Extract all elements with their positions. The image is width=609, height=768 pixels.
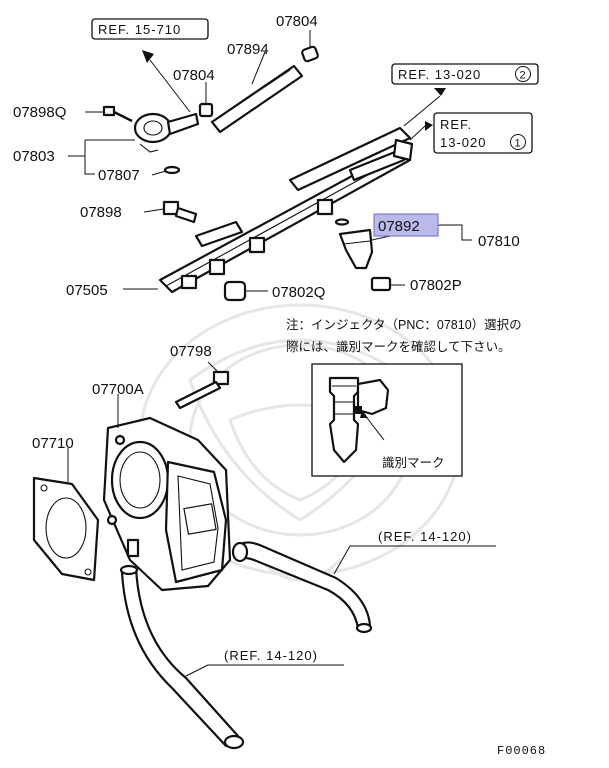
hose-clip-07804-lower[interactable] [198, 102, 214, 118]
seal-07802p[interactable] [370, 276, 392, 292]
label-07898[interactable]: 07898 [80, 204, 122, 221]
part-labels: 07804 07894 07804 07898Q 07803 07807 078… [13, 13, 520, 452]
gasket-07710[interactable] [32, 394, 119, 582]
o-ring-07807[interactable] [163, 165, 181, 175]
label-07892[interactable]: 07892 [378, 218, 420, 235]
throttle-body-07700a[interactable] [102, 416, 232, 592]
label-07505[interactable]: 07505 [66, 282, 108, 299]
bolt-07898q[interactable] [102, 105, 133, 123]
hose-clip-07804-upper[interactable] [301, 45, 319, 63]
circle-number-2: 2 [520, 70, 527, 82]
ref-14-120-left[interactable]: (REF. 14-120) [185, 648, 344, 677]
inset-injector [328, 376, 390, 464]
injector-07810[interactable] [334, 218, 374, 270]
injector-note: 注：インジェクタ（PNC：07810）選択の 際には、識別マークを確認して下さい… [286, 317, 522, 477]
note-line-1: 注：インジェクタ（PNC：07810）選択の [286, 317, 522, 332]
ref-14-120-right[interactable]: (REF. 14-120) [333, 529, 496, 575]
label-07898q[interactable]: 07898Q [13, 104, 66, 121]
label-07802q[interactable]: 07802Q [272, 284, 325, 301]
circle-number-1: 1 [515, 138, 522, 150]
ref-13-020-1-callout[interactable]: REF. 13-020 1 [409, 112, 533, 154]
label-07710[interactable]: 07710 [32, 435, 74, 452]
ref-14-120-left-text: (REF. 14-120) [224, 648, 318, 663]
label-07894[interactable]: 07894 [227, 41, 269, 58]
fuel-rail-07505[interactable] [158, 126, 414, 294]
highlight-07892 [373, 213, 439, 237]
ref-15-710-callout[interactable]: REF. 15-710 [91, 18, 209, 113]
note-line-2: 際には、識別マークを確認して下さい。 [286, 339, 511, 354]
label-07810[interactable]: 07810 [478, 233, 520, 250]
ref-14-120-right-text: (REF. 14-120) [378, 529, 472, 544]
label-07803[interactable]: 07803 [13, 148, 55, 165]
ref-15-710-text: REF. 15-710 [98, 22, 181, 37]
bolt-07898[interactable] [162, 200, 198, 224]
ref-13-020-2-callout[interactable]: REF. 13-020 2 [391, 63, 539, 127]
label-07804[interactable]: 07804 [173, 67, 215, 84]
ref-13-020-1-text-line2: 13-020 [440, 135, 486, 150]
pressure-regulator-07803[interactable] [133, 112, 200, 153]
coolant-hose-right[interactable] [231, 541, 373, 634]
ref-13-020-2-text: REF. 13-020 [398, 67, 481, 82]
cap-07802q[interactable] [223, 280, 247, 302]
label-07807[interactable]: 07807 [98, 167, 140, 184]
figure-code: F00068 [497, 744, 546, 758]
label-07804-top[interactable]: 07804 [276, 13, 318, 30]
bolt-07798[interactable] [174, 361, 230, 410]
fuel-hose-07894[interactable] [210, 64, 304, 134]
label-07798[interactable]: 07798 [170, 343, 212, 360]
id-mark-label: 識別マーク [382, 456, 445, 470]
label-07700a[interactable]: 07700A [92, 381, 144, 398]
label-07802p[interactable]: 07802P [410, 277, 462, 294]
ref-13-020-1-text-line1: REF. [440, 117, 472, 132]
coolant-hose-left[interactable] [119, 564, 245, 750]
